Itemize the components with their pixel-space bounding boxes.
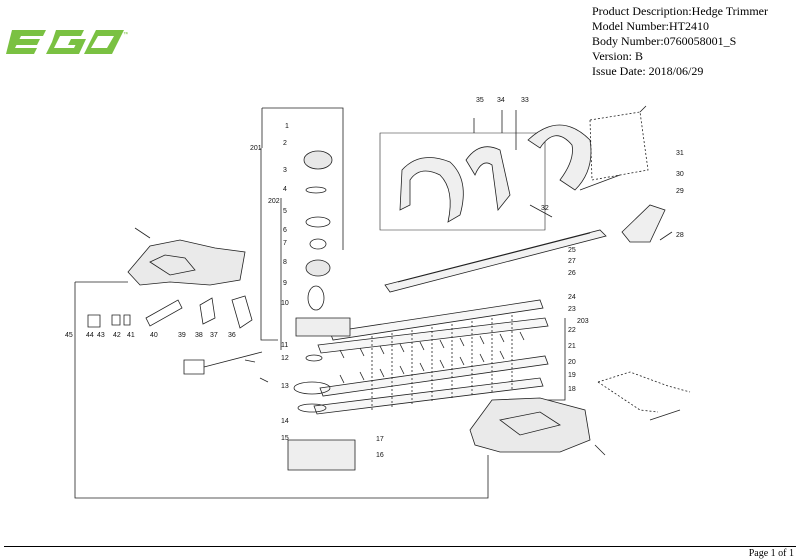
callout-9: 9 xyxy=(283,280,287,287)
callout-4: 4 xyxy=(283,186,287,193)
callout-41: 41 xyxy=(127,332,135,339)
exploded-parts-diagram: 1 2 3 4 5 6 7 8 9 10 11 12 13 14 15 16 1… xyxy=(65,97,691,499)
issue-date: Issue Date: 2018/06/29 xyxy=(592,64,704,78)
callout-202: 202 xyxy=(268,198,280,205)
callout-42: 42 xyxy=(113,332,121,339)
callout-45: 45 xyxy=(65,332,73,339)
page-number: Page 1 of 1 xyxy=(748,548,794,559)
callout-13: 13 xyxy=(281,383,289,390)
callout-30: 30 xyxy=(676,171,684,178)
callout-36: 36 xyxy=(228,332,236,339)
callout-7: 7 xyxy=(283,240,287,247)
ego-logo: ™ xyxy=(6,30,128,54)
callout-26: 26 xyxy=(568,270,576,277)
document-header: Product Description:Hedge Trimmer Model … xyxy=(592,4,797,79)
callout-25: 25 xyxy=(568,247,576,254)
product-description: Product Description:Hedge Trimmer xyxy=(592,4,768,18)
callout-14: 14 xyxy=(281,418,289,425)
footer-rule xyxy=(4,546,796,547)
callout-5: 5 xyxy=(283,208,287,215)
callout-6: 6 xyxy=(283,227,287,234)
callout-19: 19 xyxy=(568,372,576,379)
callout-44: 44 xyxy=(86,332,94,339)
callout-12: 12 xyxy=(281,355,289,362)
callout-20: 20 xyxy=(568,359,576,366)
body-number: Body Number:0760058001_S xyxy=(592,34,737,48)
callout-203: 203 xyxy=(577,318,589,325)
callout-3: 3 xyxy=(283,167,287,174)
callout-201: 201 xyxy=(250,145,262,152)
callout-22: 22 xyxy=(568,327,576,334)
callout-15: 15 xyxy=(281,435,289,442)
callout-labels: 1 2 3 4 5 6 7 8 9 10 11 12 13 14 15 16 1… xyxy=(65,97,684,459)
callout-34: 34 xyxy=(497,97,505,104)
trademark: ™ xyxy=(123,31,128,38)
version: Version: B xyxy=(592,49,643,63)
callout-11: 11 xyxy=(281,342,288,349)
callout-43: 43 xyxy=(97,332,105,339)
callout-10: 10 xyxy=(281,300,289,307)
callout-21: 21 xyxy=(568,343,576,350)
callout-18: 18 xyxy=(568,386,576,393)
callout-23: 23 xyxy=(568,306,576,313)
callout-37: 37 xyxy=(210,332,218,339)
callout-28: 28 xyxy=(676,232,684,239)
callout-17: 17 xyxy=(376,436,384,443)
callout-40: 40 xyxy=(150,332,158,339)
callout-8: 8 xyxy=(283,259,287,266)
callout-38: 38 xyxy=(195,332,203,339)
callout-35: 35 xyxy=(476,97,484,104)
callout-2: 2 xyxy=(283,140,287,147)
callout-27: 27 xyxy=(568,258,576,265)
callout-32: 32 xyxy=(541,205,549,212)
callout-39: 39 xyxy=(178,332,186,339)
model-number: Model Number:HT2410 xyxy=(592,19,709,33)
callout-24: 24 xyxy=(568,294,576,301)
callout-16: 16 xyxy=(376,452,384,459)
callout-31: 31 xyxy=(676,150,684,157)
callout-29: 29 xyxy=(676,188,684,195)
callout-1: 1 xyxy=(285,123,289,130)
callout-33: 33 xyxy=(521,97,529,104)
